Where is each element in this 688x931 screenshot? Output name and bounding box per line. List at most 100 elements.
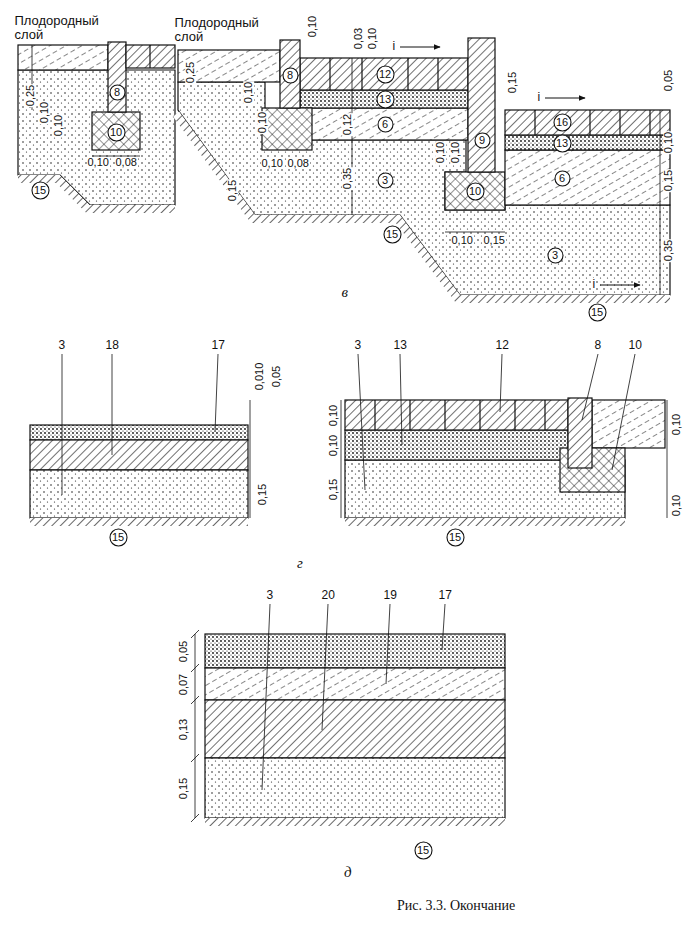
dimension-line (667, 400, 668, 518)
callout-number: 12 (495, 339, 510, 351)
callout-circle: 15 (109, 528, 128, 547)
bedding-layer (345, 430, 568, 460)
section-letter: г (296, 556, 304, 571)
dimension-value: 0,10 (87, 157, 110, 168)
callout-circle: 13 (553, 134, 572, 153)
dimension-value: 0,08 (115, 157, 138, 168)
callout-ring (467, 183, 484, 200)
leader-line (358, 354, 365, 490)
slope-arrow (600, 285, 640, 286)
section-g (30, 354, 667, 526)
fine-aggregate-layer (205, 634, 505, 668)
callout-circle: 9 (474, 132, 491, 149)
crushed-stone-layer (505, 150, 670, 205)
callout-circle: 15 (446, 528, 465, 547)
curb-stone (280, 40, 300, 108)
callout-number: 15 (31, 181, 50, 200)
fertile-layer (592, 400, 665, 448)
dimension-value: 0,07 (178, 672, 189, 695)
callout-circle: 6 (554, 170, 571, 187)
dimension-value: 0,35 (663, 238, 674, 261)
dimension-line (352, 58, 353, 215)
callout-number: 6 (554, 170, 571, 187)
callout-circle: 6 (377, 116, 394, 133)
dimension-value: 0,10 (450, 140, 461, 163)
callout-number: 13 (393, 339, 408, 351)
callout-ring (377, 66, 394, 83)
tile-joint (361, 58, 362, 90)
paving-tiles (126, 45, 175, 68)
dimension-value: 0,15 (178, 776, 189, 799)
dimension-value: 0,25 (185, 60, 196, 83)
dimension-value: 0,08 (287, 158, 310, 169)
dimension-tick (191, 754, 199, 762)
ground-hatch (176, 114, 670, 299)
callout-ring (110, 85, 125, 100)
callout-ring (548, 248, 563, 263)
bedding-layer (505, 135, 670, 150)
callout-ring (377, 91, 394, 108)
tile-joint (409, 400, 410, 430)
dimension-value: 0,15 (507, 70, 518, 93)
layer-name: Плодородный слой (174, 16, 271, 45)
dimension-tick (191, 664, 199, 672)
dimension-value: 0,35 (342, 166, 353, 189)
dimension-value: 0,10 (261, 158, 284, 169)
section-d (191, 604, 505, 826)
dimension-value: 0,10 (257, 110, 268, 133)
dimension-value: 0,10 (367, 26, 378, 49)
ground-hatch (30, 518, 248, 526)
callout-number: 13 (376, 90, 395, 109)
callout-ring (378, 117, 393, 132)
callout-number: 15 (383, 225, 402, 244)
callout-number: 10 (107, 123, 126, 142)
callout-number: 12 (376, 65, 395, 84)
dimension-tick (191, 630, 199, 638)
leader-line (500, 354, 502, 412)
leader-line (582, 354, 598, 420)
dimension-value: 0,10 (53, 113, 64, 136)
callout-circle: 16 (553, 113, 572, 132)
section-letter: в (341, 285, 350, 300)
dimension-value: 0,10 (39, 100, 50, 123)
tile-joint (649, 110, 650, 135)
dimension-value: 0,10 (328, 403, 339, 426)
tile-joint (544, 400, 545, 430)
layer-name: Плодородный слой (14, 14, 111, 43)
dimension-value: 0,13 (178, 717, 189, 740)
dimension-value: 0,10 (671, 493, 682, 516)
sand-layer (178, 82, 670, 295)
section-letter: д (343, 865, 353, 880)
callout-circle: 3 (547, 247, 564, 264)
base-layer (205, 700, 505, 758)
callout-ring (415, 842, 432, 859)
callout-number: 17 (211, 339, 226, 351)
callout-number: 3 (377, 172, 394, 189)
paving-tiles (300, 58, 468, 90)
callout-ring (32, 182, 49, 199)
callout-number: 8 (594, 339, 603, 351)
callout-number: 20 (321, 589, 336, 601)
paving-tiles (505, 110, 670, 135)
callout-number: 9 (474, 132, 491, 149)
dimension-line (341, 400, 342, 518)
callout-number: 3 (58, 339, 67, 351)
dimension-line (195, 634, 196, 818)
dimension-value: 0,15 (227, 178, 238, 201)
dimension-value: 0,10 (671, 412, 682, 435)
tile-joint (437, 58, 438, 90)
callout-circle: 15 (414, 841, 433, 860)
callout-ring (555, 171, 570, 186)
concrete-base (445, 172, 505, 210)
fertile-layer (18, 45, 108, 70)
tile-joint (374, 400, 375, 430)
callout-circle: 15 (31, 181, 50, 200)
dimension-value: 0,05 (271, 364, 282, 387)
callout-circle: 10 (466, 182, 485, 201)
tile-joint (407, 58, 408, 90)
dimension-value: 0,03 (353, 26, 364, 49)
curb-stone (108, 42, 126, 112)
leader-line (322, 604, 328, 730)
concrete-base (92, 112, 140, 150)
